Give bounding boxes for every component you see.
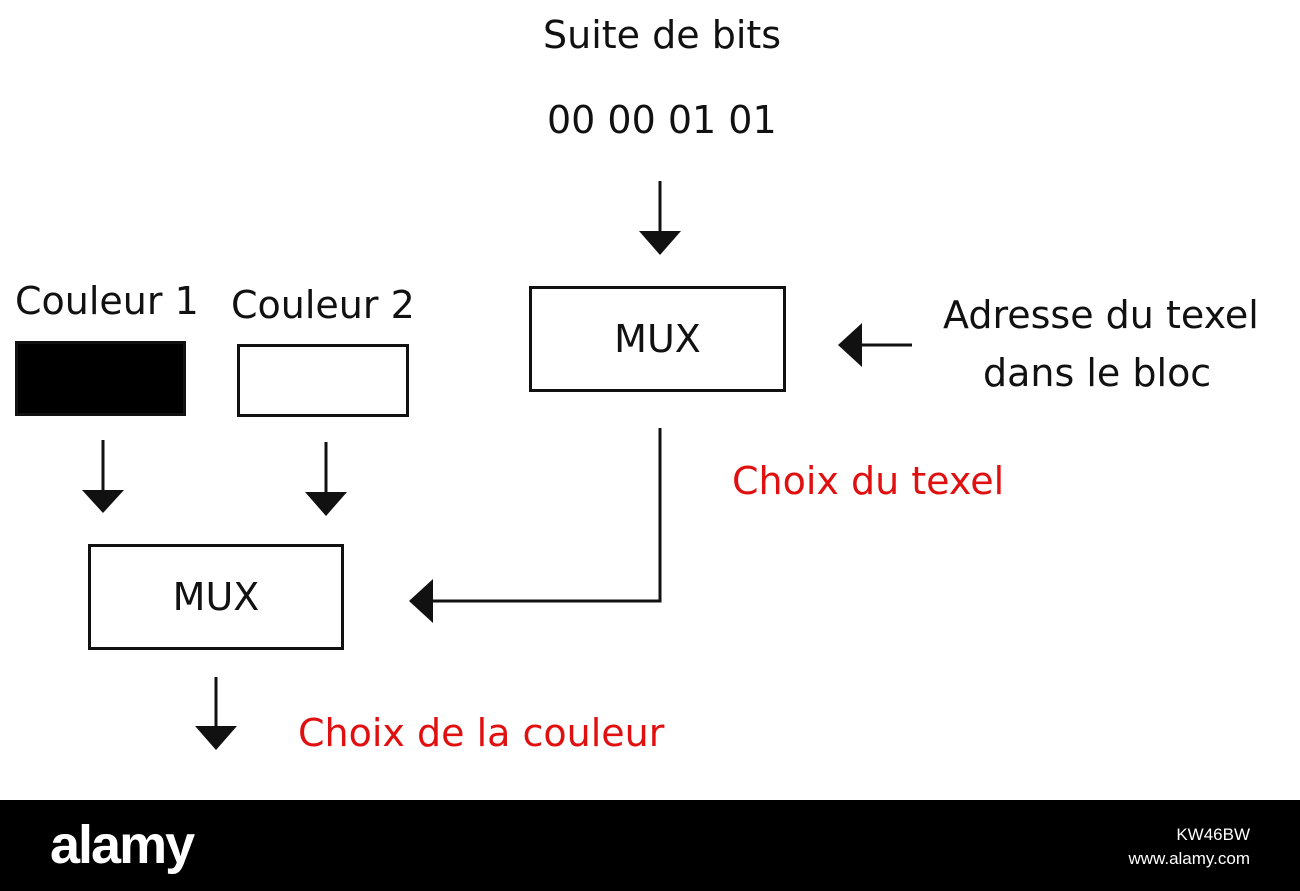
color2-to-mux-arrowhead: [305, 492, 347, 516]
color-choice-label: Choix de la couleur: [298, 711, 665, 755]
texel-address-label-line1: Adresse du texel: [943, 293, 1259, 337]
mux-color-box: MUX: [88, 544, 344, 650]
texel-address-label-line2: dans le bloc: [983, 351, 1212, 395]
color-2-swatch: [237, 344, 409, 417]
color-2-label: Couleur 2: [231, 283, 415, 327]
mux-texel-box: MUX: [529, 286, 786, 392]
site-url-text: www.alamy.com: [1128, 849, 1250, 868]
color1-to-mux-arrowhead: [82, 490, 124, 513]
color-1-label: Couleur 1: [15, 279, 199, 323]
diagram-canvas: Suite de bits 00 00 01 01 Couleur 1 Coul…: [15, 13, 1259, 755]
bit-sequence-title: Suite de bits: [543, 13, 782, 57]
address-to-mux-arrowhead: [838, 323, 862, 367]
output-arrowhead: [195, 726, 237, 750]
mux-to-mux-arrowhead: [409, 579, 433, 623]
mux-to-mux-arrow-line: [432, 428, 662, 603]
mux-color-label: MUX: [172, 575, 260, 619]
bits-to-mux-arrowhead: [639, 231, 681, 255]
image-id-text: KW46BW: [1176, 825, 1250, 844]
mux-texel-label: MUX: [614, 317, 701, 361]
bit-sequence-value: 00 00 01 01: [547, 98, 777, 142]
watermark-footer: alamy KW46BW www.alamy.com: [0, 800, 1300, 891]
texel-choice-label: Choix du texel: [732, 459, 1005, 503]
connector-arrows: [82, 181, 912, 750]
alamy-logo: alamy: [50, 815, 195, 875]
color-1-swatch: [15, 341, 186, 416]
